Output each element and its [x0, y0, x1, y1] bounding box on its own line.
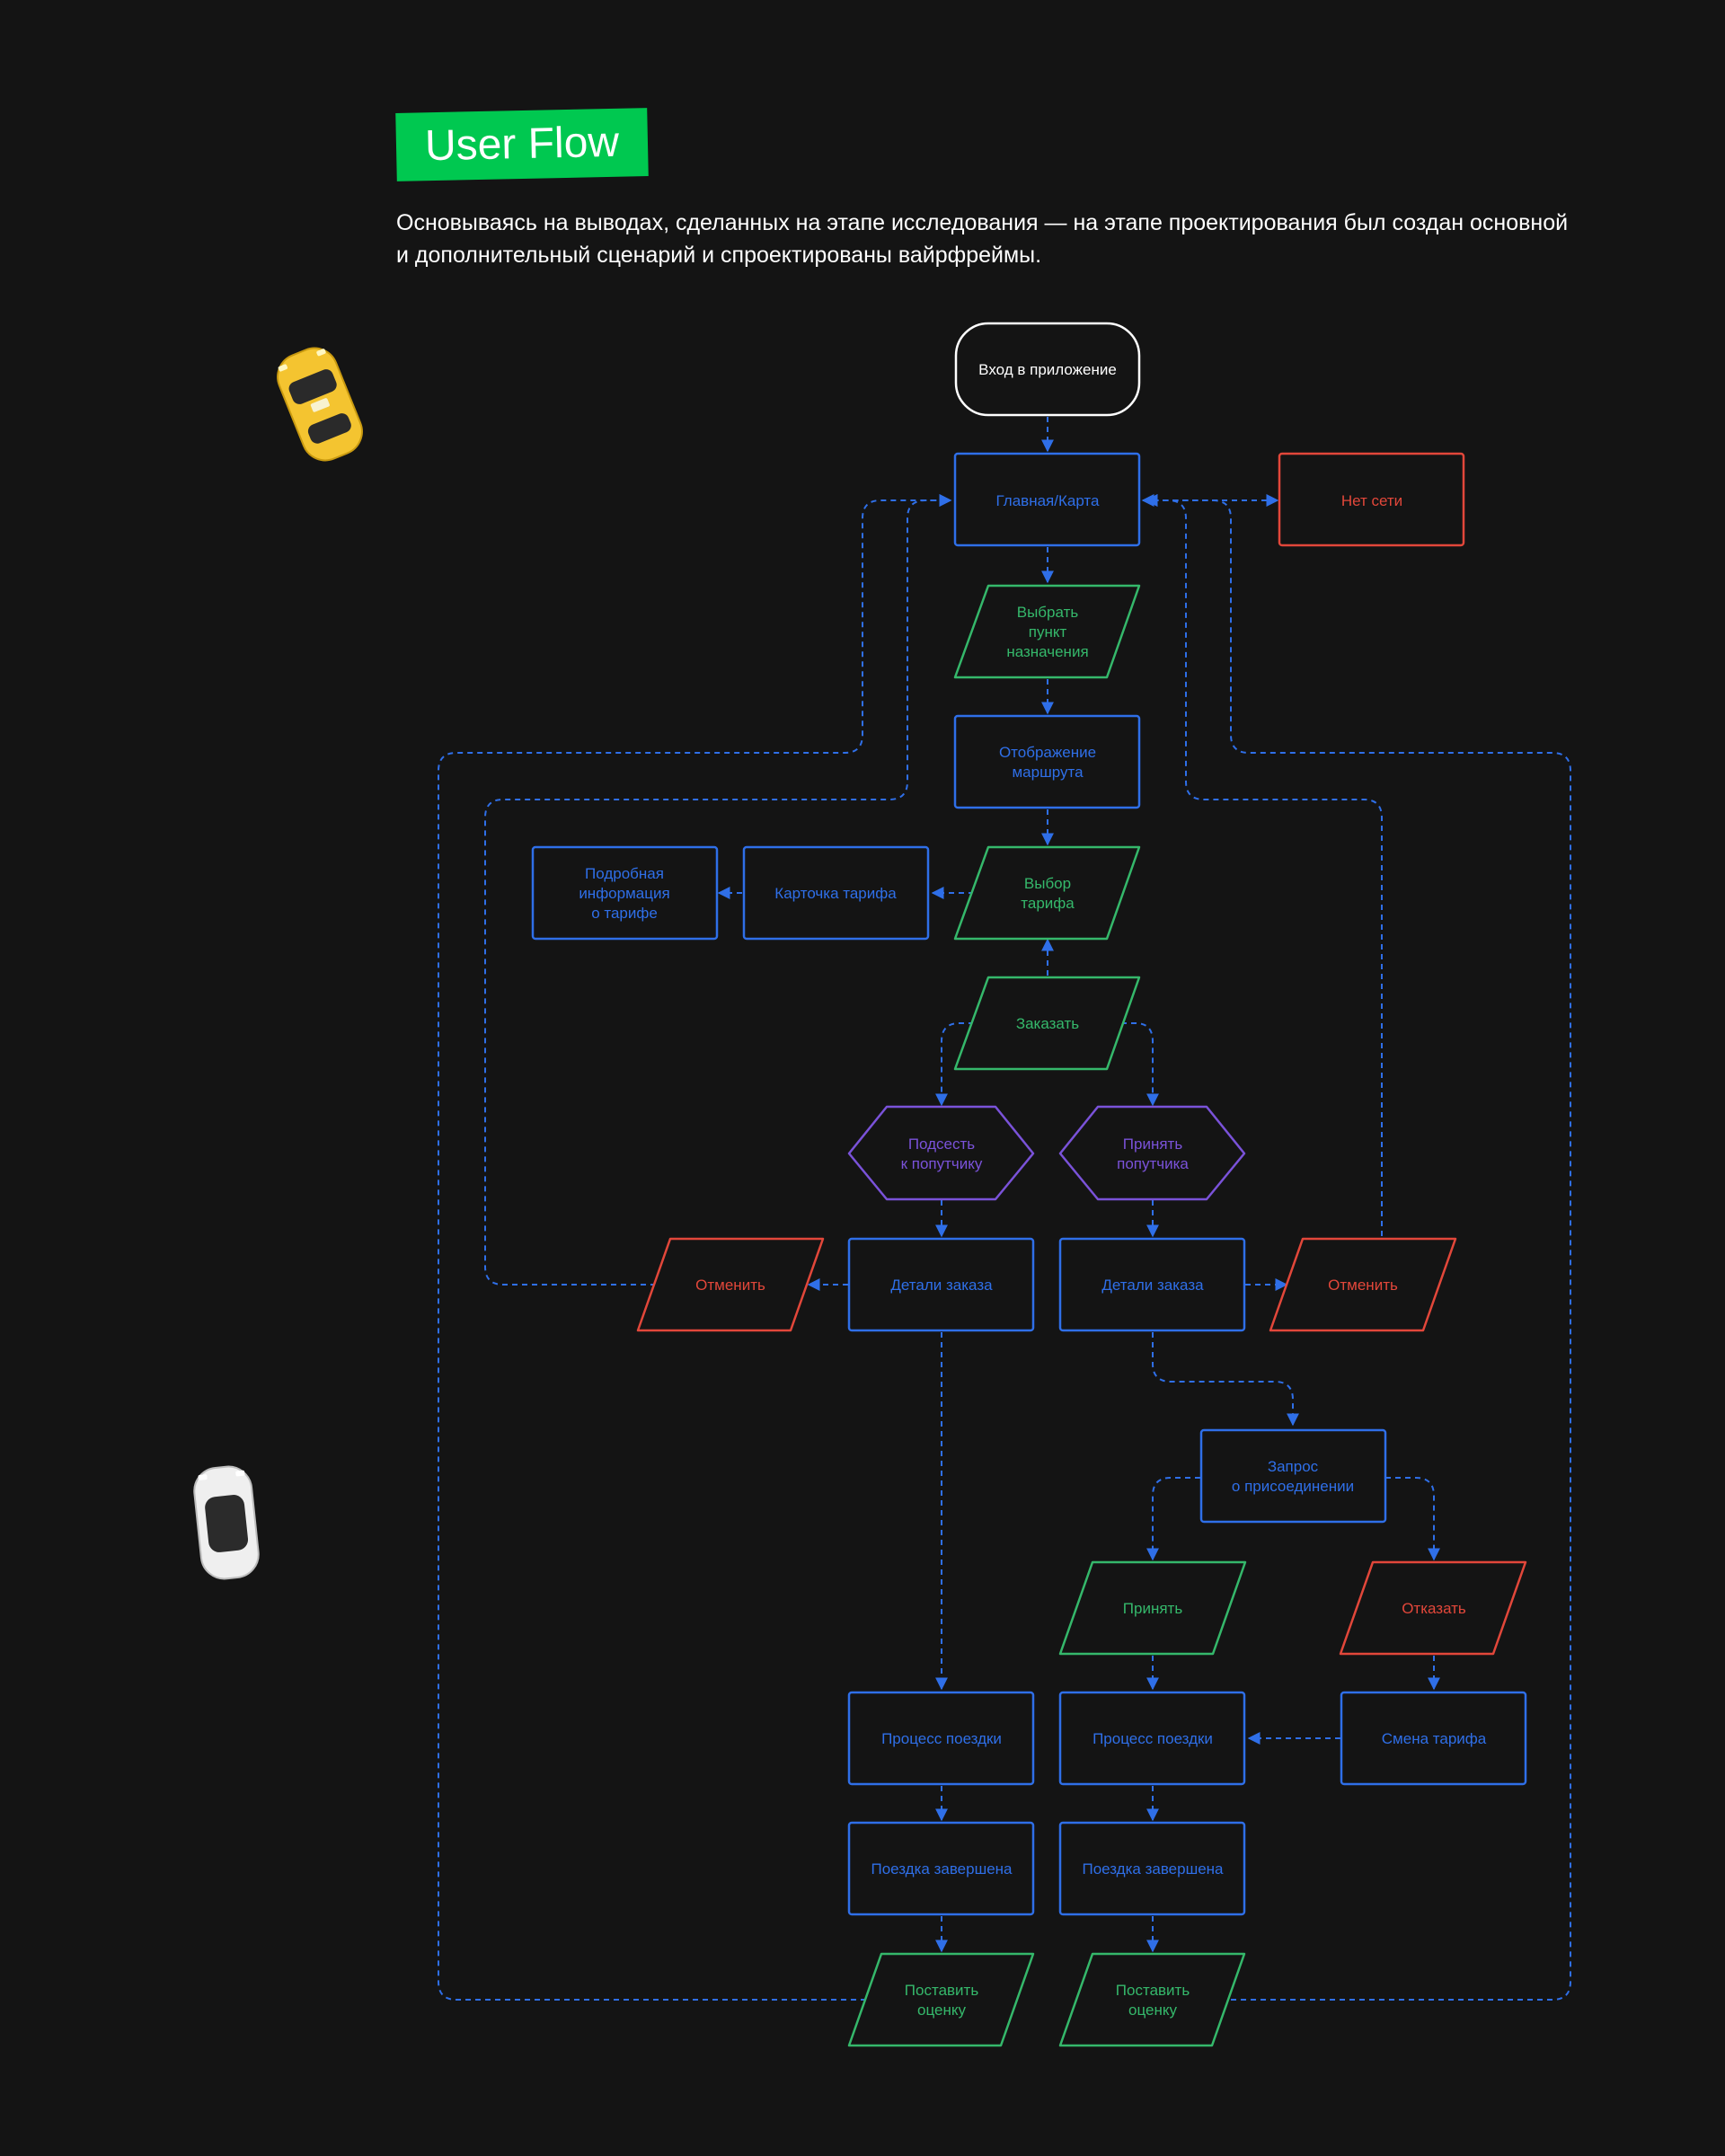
node-order-details-left: Детали заказа [847, 1237, 1035, 1332]
node-ride-finished-left-label: Поездка завершена [871, 1860, 1013, 1878]
node-cancel-right-label: Отменить [1328, 1277, 1398, 1294]
intro-text: Основываясь на выводах, сделанных на эта… [396, 210, 1569, 268]
edge-order-join [935, 1022, 974, 1107]
node-accept: Принять [1058, 1560, 1247, 1656]
node-change-tariff: Смена тарифа [1340, 1691, 1527, 1786]
edge-rate-right-main [1145, 494, 1571, 2001]
node-ride-process-left: Процесс поездки [847, 1691, 1035, 1786]
node-order-details-right-label: Детали заказа [1101, 1277, 1204, 1294]
node-cancel-left-label: Отменить [695, 1277, 765, 1294]
edge-rate-left-main [438, 494, 952, 2001]
node-no-network: Нет сети [1278, 452, 1465, 547]
node-ride-finished-right-label: Поездка завершена [1082, 1860, 1224, 1878]
edge-cancel-left-main [484, 494, 952, 1286]
node-decline-label: Отказать [1402, 1600, 1466, 1617]
node-order-label: Заказать [1016, 1015, 1079, 1032]
node-change-tariff-label: Смена тарифа [1382, 1730, 1487, 1747]
node-no-network-label: Нет сети [1341, 492, 1402, 509]
connectors [438, 417, 1571, 2001]
node-cancel-left: Отменить [636, 1237, 825, 1332]
node-main-map: Главная/Карта [953, 452, 1141, 547]
edge-order-accept [1121, 1022, 1159, 1107]
node-ride-process-left-label: Процесс поездки [881, 1730, 1002, 1747]
node-tariff-card: Карточка тарифа [742, 845, 930, 941]
edge-request-accept [1146, 1477, 1200, 1561]
node-order-details-right: Детали заказа [1058, 1237, 1246, 1332]
edge-details-right-request [1152, 1332, 1299, 1427]
white-car-icon [193, 1465, 260, 1580]
node-order: Заказать [953, 976, 1141, 1071]
edge-request-decline [1385, 1477, 1440, 1561]
node-accept-label: Принять [1123, 1600, 1183, 1617]
node-start: Вход в приложение [954, 322, 1141, 417]
node-decline: Отказать [1339, 1560, 1527, 1656]
node-start-label: Вход в приложение [978, 361, 1117, 378]
node-cancel-right: Отменить [1269, 1237, 1457, 1332]
node-ride-finished-left: Поездка завершена [847, 1821, 1035, 1916]
yellow-taxi-icon [277, 347, 363, 462]
node-ride-process-right-label: Процесс поездки [1092, 1730, 1213, 1747]
node-tariff-card-label: Карточка тарифа [774, 885, 897, 902]
node-ride-finished-right: Поездка завершена [1058, 1821, 1246, 1916]
node-order-details-left-label: Детали заказа [890, 1277, 993, 1294]
node-main-map-label: Главная/Карта [996, 492, 1100, 509]
node-ride-process-right: Процесс поездки [1058, 1691, 1246, 1786]
